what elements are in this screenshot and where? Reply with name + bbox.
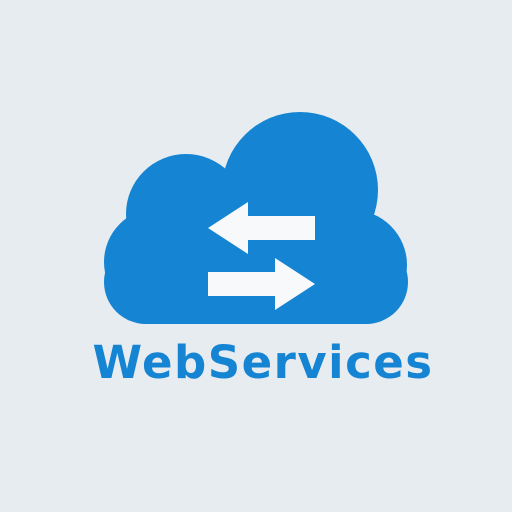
brand-wordmark: WebServices	[92, 336, 434, 389]
arrow-left-icon	[208, 202, 315, 254]
cloud-shape	[104, 112, 408, 324]
arrow-right-icon	[208, 258, 315, 310]
